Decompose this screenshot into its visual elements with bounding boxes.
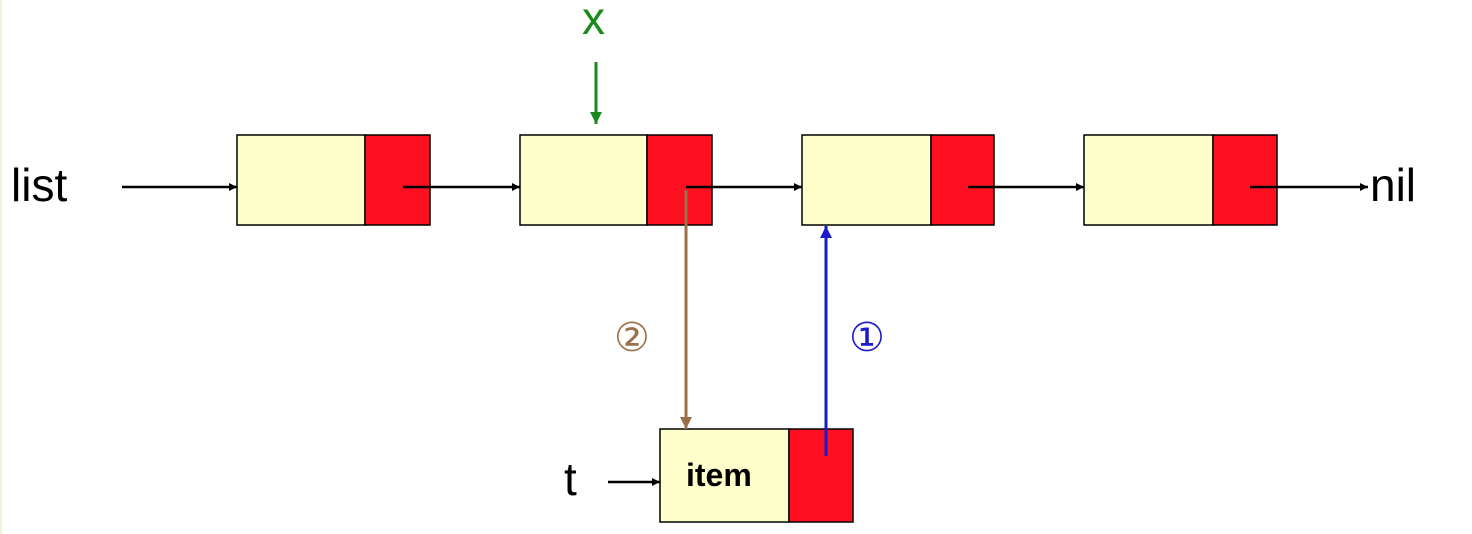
t-pointer-label: t (564, 453, 577, 505)
new-node (659, 428, 854, 523)
step-2-marker: ② (614, 316, 650, 360)
node-4-data-field (1083, 134, 1214, 226)
node-3-data-field (801, 134, 932, 226)
slide-edge (0, 0, 2, 534)
node-2-data-field (519, 134, 648, 226)
node-2-next-field (646, 134, 713, 226)
x-pointer-label: x (582, 0, 605, 44)
list-node-2 (519, 134, 713, 226)
new-node-next-field (788, 428, 854, 523)
list-node-1 (236, 134, 431, 226)
list-node-4 (1083, 134, 1278, 226)
new-node-data-field (659, 428, 790, 523)
step-1-marker: ① (849, 316, 885, 360)
node-3-next-field (930, 134, 995, 226)
list-node-3 (801, 134, 995, 226)
list-label: list (11, 159, 68, 211)
node-1-next-field (364, 134, 431, 226)
new-node-item-label: item (686, 457, 752, 493)
nil-label: nil (1370, 159, 1417, 211)
node-1-data-field (236, 134, 366, 226)
node-4-next-field (1212, 134, 1278, 226)
